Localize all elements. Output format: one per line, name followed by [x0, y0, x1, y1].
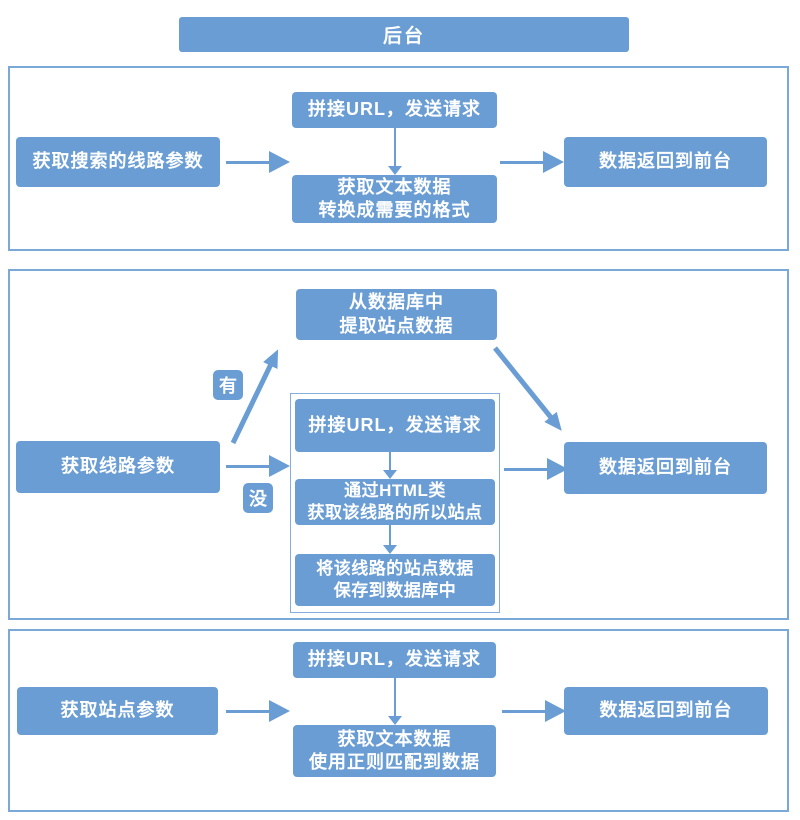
arrow-right-icon — [224, 151, 290, 173]
arrow-head — [383, 470, 397, 479]
node-get-search-line-params: 获取搜索的线路参数 — [16, 137, 220, 187]
arrow-head — [543, 151, 564, 173]
node-data-return-frontend-3: 数据返回到前台 — [564, 687, 768, 735]
node-concat-url-send-request-2: 拼接URL，发送请求 — [295, 399, 495, 452]
node-get-text-regex-match: 获取文本数据 使用正则匹配到数据 — [293, 725, 496, 777]
arrow-shaft — [500, 161, 545, 164]
node-get-station-params: 获取站点参数 — [17, 687, 218, 735]
panel-search-line-flow: 获取搜索的线路参数 拼接URL，发送请求 获取文本数据 转换成需要的格式 数据返… — [8, 66, 789, 251]
node-data-return-frontend-2: 数据返回到前台 — [564, 442, 767, 494]
arrow-down-icon — [383, 452, 397, 479]
inner-steps-container: 拼接URL，发送请求 通过HTML类 获取该线路的所以站点 将该线路的站点数据 … — [290, 393, 500, 613]
arrow-shaft — [226, 161, 271, 164]
arrow-head — [545, 700, 566, 722]
branch-label-none: 没 — [243, 483, 273, 513]
diagonal-arrows-layer — [230, 346, 562, 445]
arrow-head — [269, 151, 290, 173]
node-data-return-frontend-1: 数据返回到前台 — [564, 137, 767, 187]
node-get-stations-via-html: 通过HTML类 获取该线路的所以站点 — [295, 479, 495, 525]
arrow-diag-down-icon — [493, 346, 562, 431]
arrow-shaft — [504, 468, 549, 471]
panel-station-flow: 拼接URL，发送请求 获取站点参数 获取文本数据 使用正则匹配到数据 数据返回到… — [8, 629, 789, 812]
arrow-right-icon — [500, 700, 566, 722]
node-concat-url-send-request-3: 拼接URL，发送请求 — [293, 642, 496, 678]
arrow-down-icon — [388, 128, 402, 175]
arrow-shaft — [389, 452, 391, 472]
branch-label-has: 有 — [213, 370, 243, 400]
arrow-right-icon — [224, 700, 290, 722]
arrow-shaft — [394, 128, 396, 168]
node-get-text-convert-format: 获取文本数据 转换成需要的格式 — [292, 175, 497, 223]
panel-line-flow: 从数据库中 提取站点数据 有 获取线路参数 没 拼接URL，发送请求 通过HTM… — [8, 269, 789, 620]
node-get-line-params: 获取线路参数 — [16, 441, 220, 493]
node-extract-station-from-db: 从数据库中 提取站点数据 — [296, 289, 497, 340]
backend-header: 后台 — [179, 17, 629, 52]
arrow-right-icon — [498, 151, 564, 173]
arrow-head — [547, 458, 568, 480]
arrow-shaft — [226, 710, 271, 713]
arrow-down-icon — [383, 525, 397, 554]
arrow-head — [269, 455, 290, 477]
arrow-right-icon — [502, 458, 568, 480]
arrow-shaft — [394, 678, 396, 718]
node-concat-url-send-request-1: 拼接URL，发送请求 — [292, 92, 497, 128]
arrow-head — [388, 716, 402, 725]
arrow-shaft — [389, 525, 391, 547]
node-save-station-data-to-db: 将该线路的站点数据 保存到数据库中 — [295, 554, 495, 606]
arrow-head — [388, 166, 402, 175]
arrow-shaft — [226, 465, 271, 468]
arrow-shaft — [502, 710, 547, 713]
arrow-right-icon — [224, 455, 290, 477]
arrow-diag-up-icon — [230, 349, 279, 445]
arrow-head — [269, 700, 290, 722]
arrow-down-icon — [388, 678, 402, 725]
arrow-head — [383, 545, 397, 554]
